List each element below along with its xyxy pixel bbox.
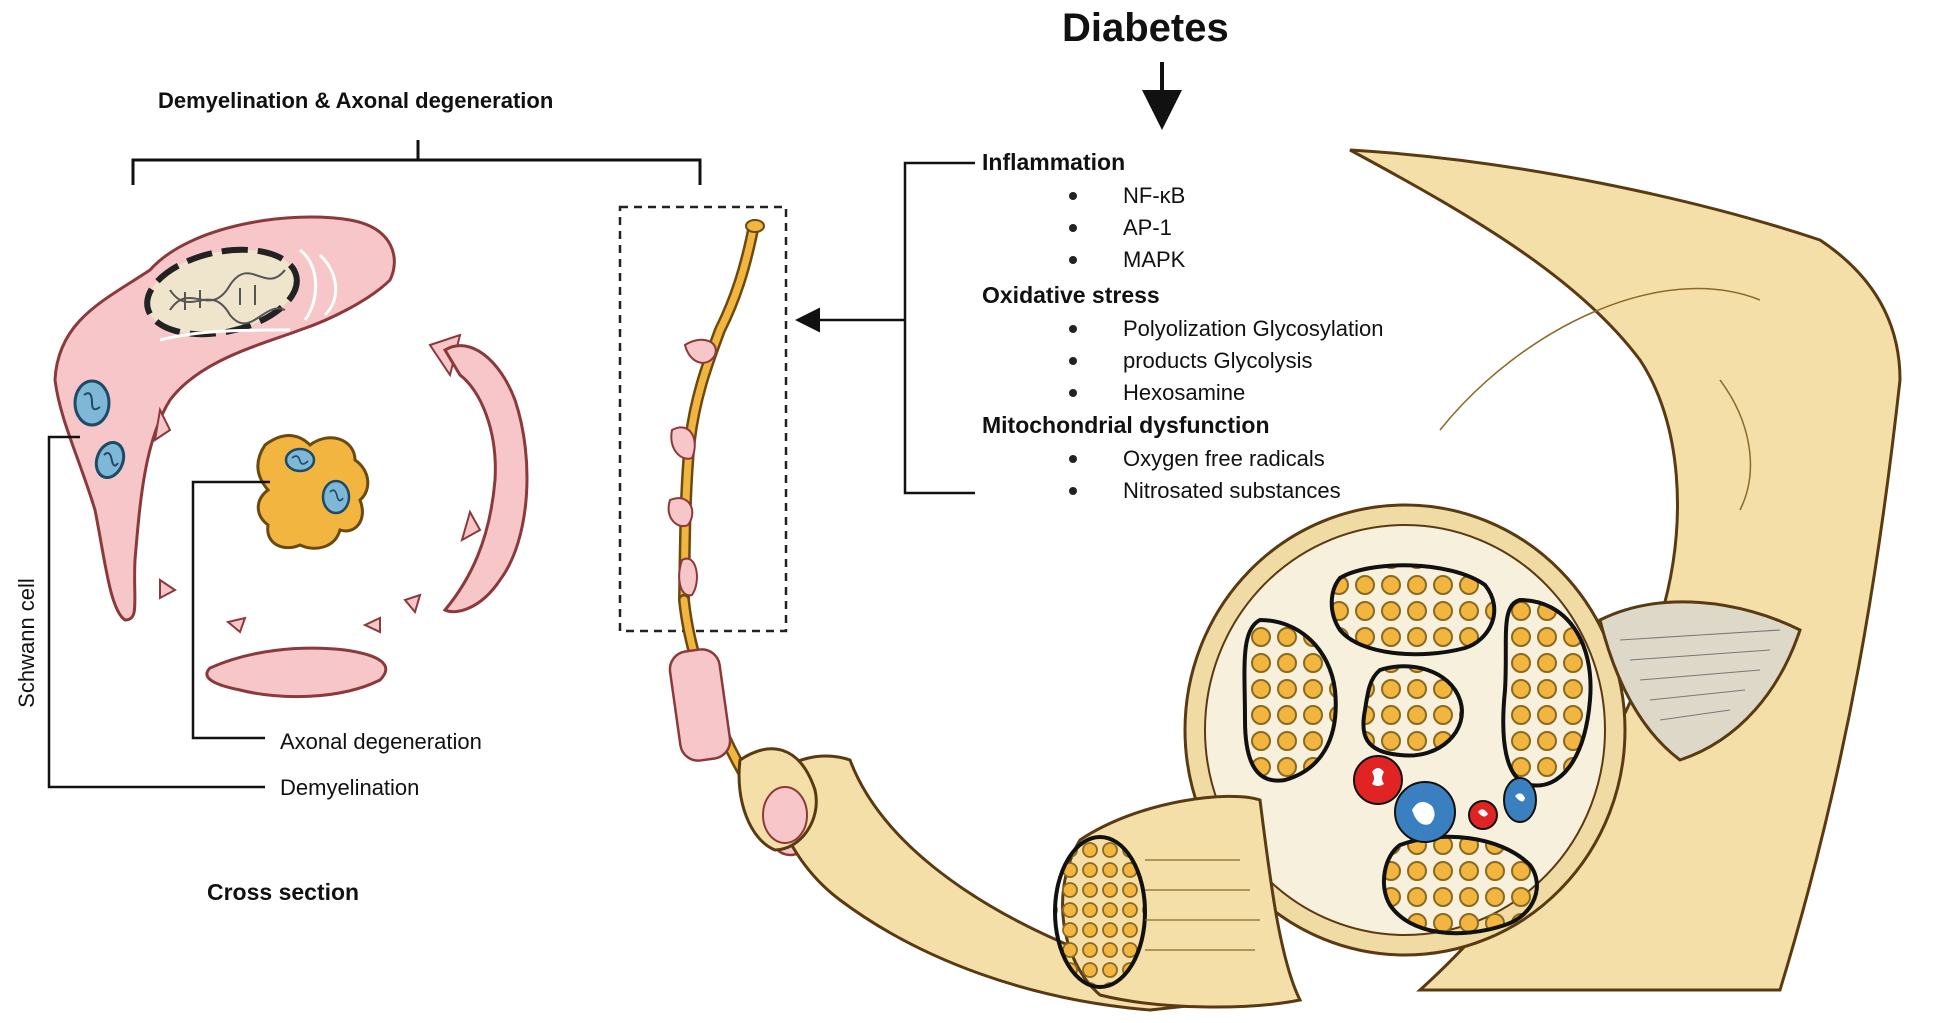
item-ap1: AP-1	[1123, 215, 1172, 240]
mechanism-bracket	[795, 161, 975, 495]
nerve-cut-right	[1598, 600, 1802, 762]
item-oxygen-free-radicals: Oxygen free radicals	[1123, 446, 1325, 471]
heading-oxidative-stress: Oxidative stress	[982, 282, 1160, 308]
header-left: Demyelination & Axonal degeneration	[158, 88, 554, 113]
schwann-cell-cross-section	[47, 140, 702, 789]
bullet-icon	[1069, 455, 1077, 463]
bullet-icon	[1069, 389, 1077, 397]
heading-inflammation: Inflammation	[982, 149, 1126, 175]
blood-vessels	[1353, 755, 1537, 843]
label-demyelination: Demyelination	[280, 775, 420, 800]
axon-degenerated	[256, 434, 370, 550]
myelin-fragment-bottom	[205, 646, 388, 699]
myelin-fragment-right	[442, 344, 529, 614]
heading-mitochondrial-dysfunction: Mitochondrial dysfunction	[982, 412, 1270, 438]
diagram-title: Diabetes	[1062, 6, 1229, 50]
bullet-icon	[1069, 487, 1077, 495]
mitochondria-icon	[284, 447, 351, 515]
mitochondria-icon	[73, 379, 126, 479]
epineurium-outer	[1349, 148, 1902, 992]
item-mapk: MAPK	[1123, 247, 1186, 272]
peripheral-nerve	[737, 148, 1902, 1012]
item-products-glycolysis: products Glycolysis	[1123, 348, 1313, 373]
bullet-icon	[1069, 224, 1077, 232]
leader-demyelination	[47, 435, 265, 789]
label-cross-section: Cross section	[207, 879, 360, 905]
bullet-icon	[1069, 325, 1077, 333]
header-bracket	[131, 140, 702, 185]
item-nf-kb: NF-κB	[1123, 183, 1186, 208]
item-hexosamine: Hexosamine	[1123, 380, 1246, 405]
item-polyolization: Polyolization Glycosylation	[1123, 316, 1384, 341]
label-schwann-cell: Schwann cell	[14, 578, 39, 708]
leader-axonal-degeneration	[191, 480, 270, 740]
zoom-box	[618, 205, 788, 633]
schwann-cell-body	[53, 215, 396, 622]
bullet-icon	[1069, 256, 1077, 264]
fascicles	[1242, 563, 1593, 936]
dna-icon	[169, 269, 286, 325]
endoplasmic-reticulum	[159, 248, 338, 342]
fascicle-end	[1053, 835, 1147, 989]
bullet-icon	[1069, 192, 1077, 200]
label-axonal-degeneration: Axonal degeneration	[280, 729, 482, 754]
bullet-icon	[1069, 357, 1077, 365]
item-nitrosated-substances: Nitrosated substances	[1123, 478, 1341, 503]
